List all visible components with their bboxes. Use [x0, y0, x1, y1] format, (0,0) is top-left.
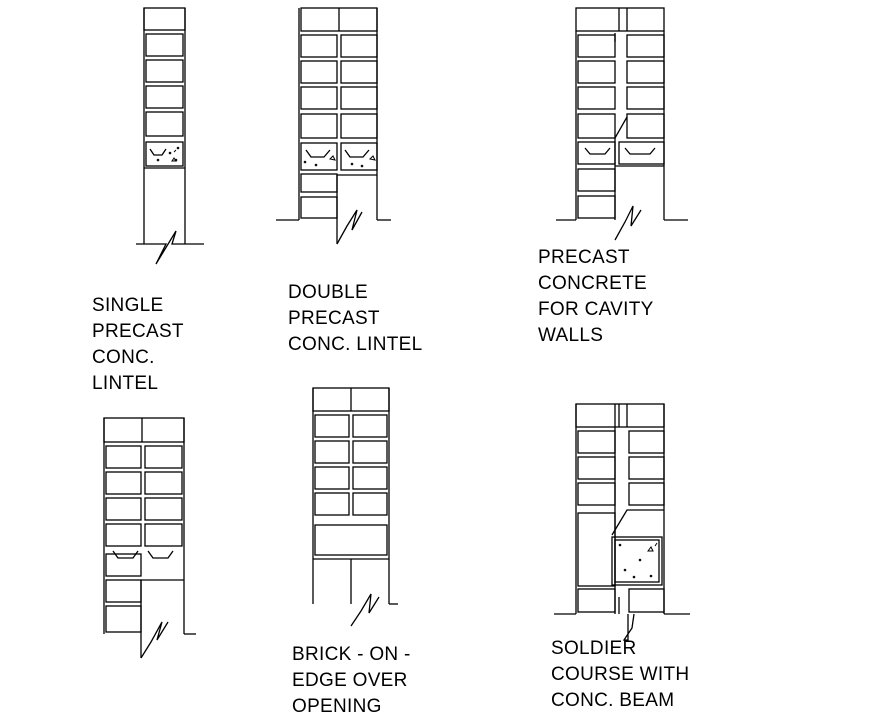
label-line: PRECAST — [538, 247, 630, 268]
concrete-hatch — [156, 146, 180, 162]
label-single-precast-lintel: SINGLE PRECAST CONC. LINTEL — [92, 293, 184, 397]
label-line: PRECAST — [92, 321, 184, 342]
label-line: OPENING — [292, 696, 382, 717]
label-double-precast-lintel: DOUBLE PRECAST CONC. LINTEL — [288, 280, 423, 358]
precast-lintel — [618, 141, 665, 165]
label-line: PRECAST — [288, 308, 380, 329]
lintel-section-bottom-left — [103, 417, 196, 659]
label-line: SINGLE — [92, 295, 164, 316]
label-line: LINTEL — [92, 373, 159, 394]
label-precast-cavity-walls: PRECAST CONCRETE FOR CAVITY WALLS — [538, 245, 654, 349]
break-line — [614, 205, 642, 241]
label-line: SOLDIER — [551, 638, 637, 659]
label-line: CONC. LINTEL — [288, 334, 423, 355]
brick-on-edge-section — [312, 387, 398, 627]
label-soldier-course: SOLDIER COURSE WITH CONC. BEAM — [551, 636, 689, 714]
concrete-hatch — [618, 542, 658, 579]
label-line: FOR CAVITY — [538, 299, 654, 320]
cavity-tray — [614, 116, 628, 139]
precast-lintel — [145, 141, 184, 167]
label-brick-on-edge: BRICK - ON - EDGE OVER OPENING — [292, 642, 411, 720]
label-line: DOUBLE — [288, 282, 368, 303]
concrete-beam — [611, 536, 663, 586]
soldier-course-section — [554, 403, 690, 641]
label-line: CONCRETE — [538, 273, 648, 294]
break-line — [136, 230, 204, 265]
cavity-wall-section — [556, 7, 688, 241]
label-line: COURSE WITH — [551, 664, 690, 685]
soldier-course — [577, 512, 616, 587]
double-lintel-section — [276, 7, 391, 245]
concrete-hatch — [303, 155, 376, 168]
label-line: BRICK - ON - — [292, 644, 411, 665]
label-line: CONC. — [92, 347, 155, 368]
break-line — [336, 209, 363, 245]
break-line — [140, 621, 169, 659]
label-line: WALLS — [538, 325, 604, 346]
label-line: EDGE OVER — [292, 670, 408, 691]
single-lintel-section — [136, 7, 204, 265]
brick-on-edge-course — [314, 524, 388, 556]
precast-lintel-left — [300, 142, 338, 171]
label-line: CONC. BEAM — [551, 690, 675, 711]
break-line — [350, 593, 380, 627]
